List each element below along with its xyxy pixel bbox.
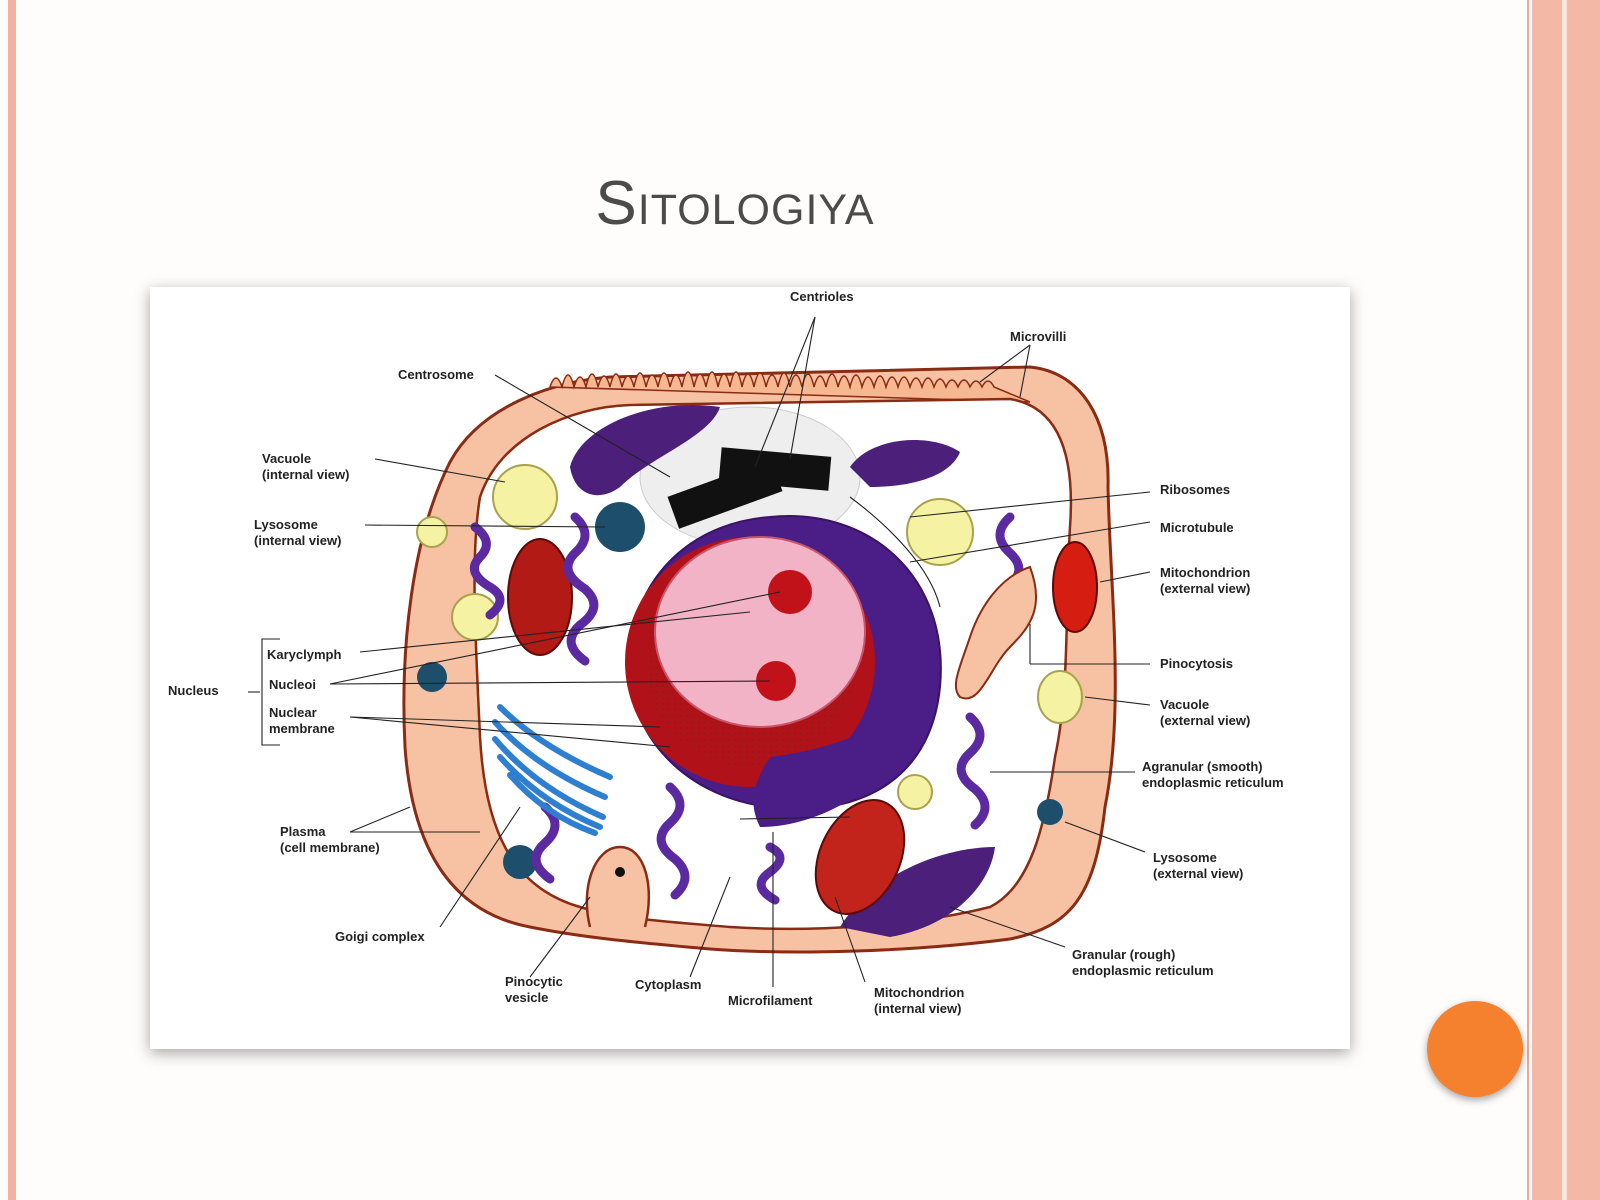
label-pinocytic-vesicle-sub: vesicle [505,990,548,1005]
label-mitochondrion-internal-sub: (internal view) [874,1001,961,1016]
label-karyolymph: Karyclymph [267,647,341,662]
lysosome-left [417,662,447,692]
label-lysosome-external: Lysosome [1153,850,1217,865]
mitochondrion-external [1052,541,1098,633]
label-nucleoi: Nucleoi [269,677,316,692]
vacuole-right [906,498,974,566]
pinocytosis-channel [954,565,1038,700]
lysosome-bottom-left [503,845,537,879]
label-cytoplasm: Cytoplasm [635,977,701,992]
label-lysosome-external-sub: (external view) [1153,866,1243,881]
label-pinocytosis: Pinocytosis [1160,656,1233,671]
lysosome-external [1037,799,1063,825]
label-mitochondrion-internal: Mitochondrion [874,985,964,1000]
pinocytic-dot [615,867,625,877]
label-agranular-er-sub: endoplasmic reticulum [1142,775,1284,790]
label-microfilament: Microfilament [728,993,813,1008]
label-mitochondrion-external-sub: (external view) [1160,581,1250,596]
mitochondrion-internal [814,799,906,915]
label-lysosome-internal-sub: (internal view) [254,533,341,548]
leader-lines [248,316,1151,987]
label-microtubule: Microtubule [1160,520,1234,535]
left-border-stripe [8,0,16,1200]
rough-er-bottom-right [840,847,995,937]
vacuole-small [897,774,933,810]
label-vacuole-internal: Vacuole [262,451,311,466]
right-border-line [1527,0,1529,1200]
mitochondrion-left [507,538,573,656]
label-granular-er: Granular (rough) [1072,947,1175,962]
label-pinocytic-vesicle: Pinocytic [505,974,563,989]
label-granular-er-sub: endoplasmic reticulum [1072,963,1214,978]
label-plasma-sub: (cell membrane) [280,840,380,855]
next-slide-button[interactable] [1427,1001,1523,1097]
label-ribosomes: Ribosomes [1160,482,1230,497]
microtubule-strand [849,496,941,608]
label-nuclear-membrane: Nuclear [269,705,317,720]
label-golgi-complex: Goigi complex [335,929,425,944]
microfilament-strand [739,816,851,820]
label-centrioles: Centrioles [790,289,854,304]
lysosome-internal [595,502,645,552]
rough-er-top-left [570,405,720,496]
slide-title: Sitologiya [595,169,875,238]
nucleolus-1 [768,570,812,614]
centrioles [667,447,832,529]
vacuole-internal [492,464,558,530]
label-vacuole-external-sub: (external view) [1160,713,1250,728]
label-nuclear-membrane-sub: membrane [269,721,335,736]
nucleolus-2 [756,661,796,701]
label-vacuole-internal-sub: (internal view) [262,467,349,482]
label-agranular-er: Agranular (smooth) [1142,759,1263,774]
pinocytic-vesicle-shape [585,845,651,928]
vacuole-external [1037,670,1083,724]
animal-cell-diagram: Centrioles Microvilli Centrosome Vacuole… [168,289,1284,1016]
cell-diagram-figure: Centrioles Microvilli Centrosome Vacuole… [150,287,1350,1049]
right-border-inner-line [1562,0,1567,1200]
label-nucleus: Nucleus [168,683,219,698]
label-plasma: Plasma [280,824,326,839]
label-vacuole-external: Vacuole [1160,697,1209,712]
vacuole-left [416,516,448,548]
label-microvilli: Microvilli [1010,329,1066,344]
label-lysosome-internal: Lysosome [254,517,318,532]
nucleus [625,515,942,827]
label-mitochondrion-external: Mitochondrion [1160,565,1250,580]
microvilli [548,371,1031,403]
label-centrosome: Centrosome [398,367,474,382]
rough-er-top-right [850,440,960,487]
